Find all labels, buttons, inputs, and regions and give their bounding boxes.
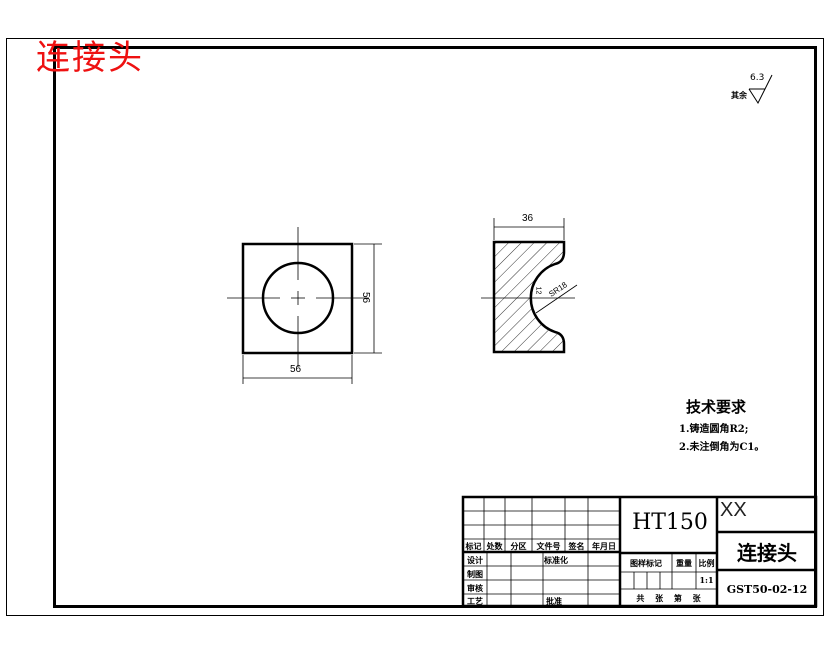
roughness-value: 6.3 xyxy=(750,73,765,83)
role-review: 审核 xyxy=(467,583,483,593)
scale-label: 比例 xyxy=(698,558,715,568)
title-block-grid xyxy=(461,495,818,608)
role-design: 设计 xyxy=(467,555,483,565)
sheet-outer-border xyxy=(6,38,824,616)
red-title: 连接头 xyxy=(36,38,144,78)
mark-label: 图样标记 xyxy=(630,558,662,568)
section-width-dim: 36 xyxy=(522,213,534,224)
approval-label: 批准 xyxy=(546,596,562,606)
company-name: XX xyxy=(720,499,747,521)
roughness-symbol-icon xyxy=(748,74,773,105)
tech-requirements-title: 技术要求 xyxy=(686,398,747,416)
scale-value: 1:1 xyxy=(699,575,714,585)
front-width-dim: 56 xyxy=(290,364,302,375)
role-process: 工艺 xyxy=(467,596,483,606)
front-height-dim: 56 xyxy=(360,291,372,304)
roughness-label: 其余 xyxy=(731,91,747,100)
role-drafting: 制图 xyxy=(467,569,483,579)
part-name: 连接头 xyxy=(737,541,797,565)
rev-header-sign: 签名 xyxy=(568,541,585,551)
tech-requirement-2: 2.未注倒角为C1。 xyxy=(679,442,765,453)
material: HT150 xyxy=(632,510,708,535)
rev-header-zone: 分区 xyxy=(510,541,527,551)
section-small-dim: 12 xyxy=(534,286,542,295)
standardization-label: 标准化 xyxy=(544,555,568,565)
section-view xyxy=(481,218,578,354)
tech-requirement-1: 1.铸造圆角R2; xyxy=(679,424,749,435)
rev-header-doc: 文件号 xyxy=(536,541,561,551)
rev-header-date: 年月日 xyxy=(592,541,616,551)
drawing-number: GST50-02-12 xyxy=(726,583,808,596)
rev-header-mark: 标记 xyxy=(465,541,482,551)
front-view xyxy=(227,227,382,384)
drawing-frame xyxy=(53,46,817,608)
weight-label: 重量 xyxy=(676,558,692,568)
sheets-text: 共 张 第 张 xyxy=(636,593,701,603)
rev-header-count: 处数 xyxy=(486,541,503,551)
